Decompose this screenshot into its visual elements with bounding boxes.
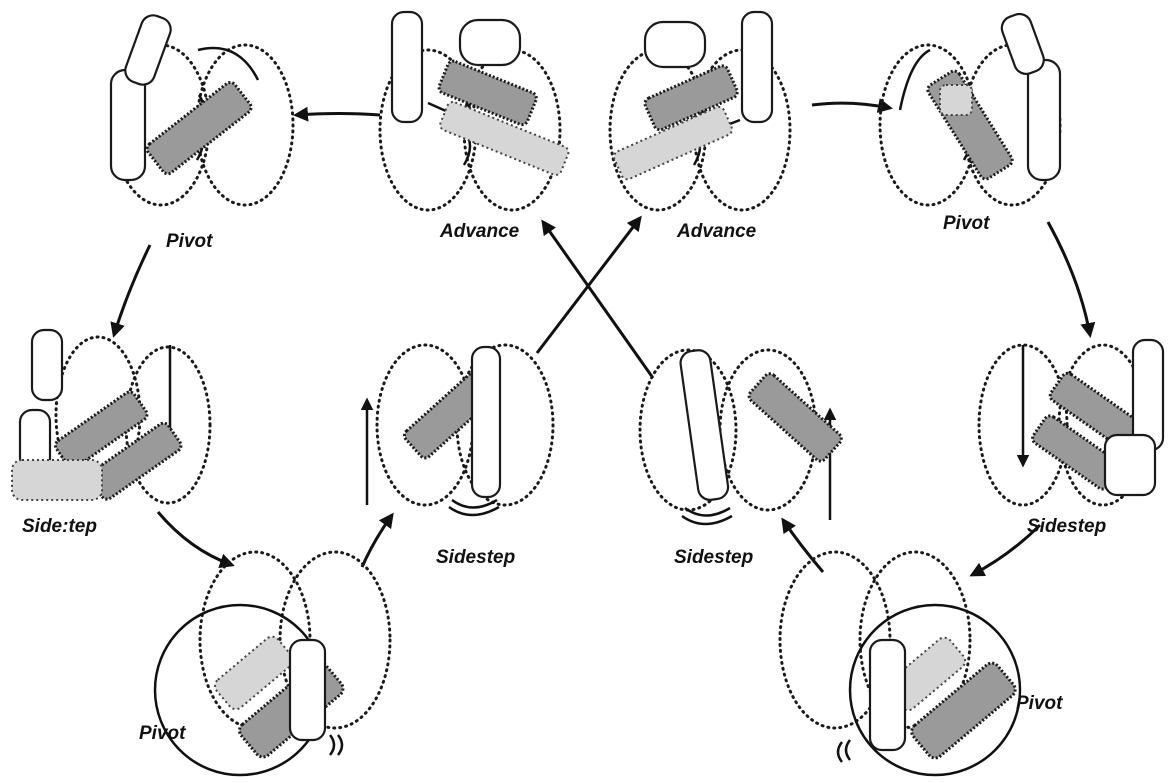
- arrow-pivot-to-sidestep-center-left: [362, 515, 392, 567]
- label-sidestep-left: Side:tep: [22, 517, 97, 536]
- arrow-advance-right-to-pivot-right: [812, 103, 890, 108]
- arrow-sidestep-center-right-to-advance-left: [543, 222, 653, 378]
- figure-advance-right: [597, 12, 790, 210]
- figure-pivot-top-right: [880, 11, 1060, 205]
- label-advance-left: Advance: [440, 222, 519, 241]
- label-sidestep-right: Sidestep: [1027, 517, 1106, 536]
- arrow-advance-to-pivot-left: [296, 114, 380, 116]
- arrow-pivot-bottom-right-to-sidestep-center-right: [783, 520, 823, 572]
- label-pivot-top-right: Pivot: [943, 214, 989, 233]
- label-sidestep-center-right: Sidestep: [674, 548, 753, 567]
- figure-pivot-bottom-right: [780, 552, 1020, 775]
- arrow-pivot-right-to-sidestep-right: [1048, 222, 1090, 335]
- label-sidestep-center-left: Sidestep: [436, 548, 515, 567]
- figure-pivot-bottom-left: [155, 552, 390, 775]
- label-pivot-top-left: Pivot: [166, 232, 212, 251]
- arrow-pivot-to-sidestep-left: [114, 245, 150, 335]
- figure-advance-left: [380, 12, 584, 210]
- figure-pivot-top-left: [111, 12, 293, 205]
- flow-arrows: [114, 103, 1090, 575]
- label-pivot-bottom-left: Pivot: [139, 724, 185, 743]
- figure-sidestep-left: [12, 330, 210, 507]
- figure-sidestep-center-left: [367, 345, 553, 515]
- label-advance-right: Advance: [677, 222, 756, 241]
- label-pivot-bottom-right: Pivot: [1016, 694, 1062, 713]
- figure-sidestep-center-right: [640, 349, 844, 524]
- figure-sidestep-right: [979, 340, 1163, 505]
- arrow-sidestep-to-pivot-bottom-left: [158, 512, 232, 565]
